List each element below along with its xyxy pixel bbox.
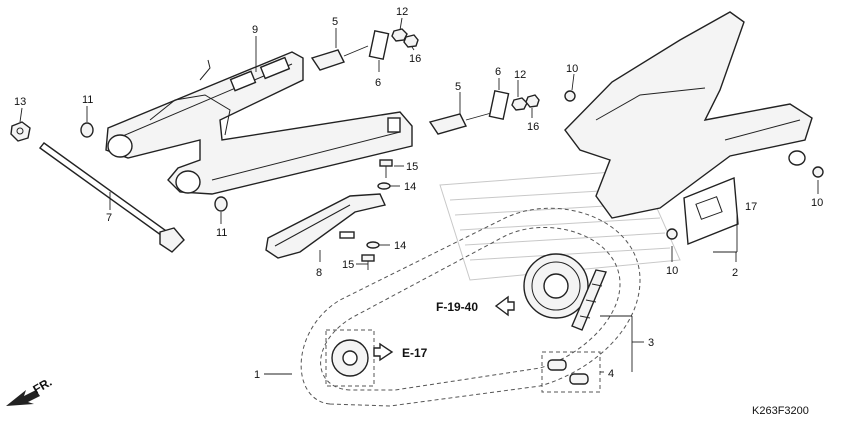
swingarm [105,51,413,195]
callout-10-right: 10 [811,197,823,209]
callout-6-left: 6 [375,77,381,89]
callout-12-right: 12 [514,69,526,81]
callout-14-lower: 14 [394,240,406,252]
callout-10-top: 10 [566,63,578,75]
nut-13 [10,121,31,142]
washer-14-lower [366,241,380,249]
nut-12-right [511,97,528,111]
callout-2: 2 [732,267,738,279]
adjuster-plate-left [368,29,390,61]
drive-sprocket [325,329,375,387]
frame-ref-arrow [494,295,515,317]
engine-ref-arrow [373,342,394,362]
nut-12-left [391,28,408,42]
callout-16-left: 16 [409,53,421,65]
nut-16-left [403,34,419,48]
callout-15-lower: 15 [342,259,354,271]
diagram-code: K263F3200 [752,405,809,417]
watermark-wing [439,169,681,281]
callout-14-upper: 14 [404,181,416,193]
callout-6-right: 6 [495,66,501,78]
adjuster-plate-right [488,89,510,121]
chain-adjuster-left [310,45,369,71]
chain-slider [265,193,386,259]
callout-numbers: 1 2 3 4 5 5 6 6 7 8 9 10 10 10 11 11 12 … [14,6,823,381]
drive-chain-segment [571,269,607,331]
washer-14-upper [377,182,391,190]
callout-4: 4 [608,368,614,380]
callout-9: 9 [252,24,258,36]
screw-15-upper [379,159,393,178]
engine-ref-label: E-17 [402,346,428,360]
callout-5-left: 5 [332,16,338,28]
nut-16-right [525,94,540,108]
callout-11-upper: 11 [82,94,93,106]
fender-screw-mid [666,228,678,240]
screw-15-lower [361,254,375,270]
driven-sprocket [523,253,589,319]
axle-bolt [38,142,185,253]
callout-12-left: 12 [396,6,408,18]
callout-15-upper: 15 [406,161,418,173]
rear-fender [564,11,813,219]
callout-17: 17 [745,201,757,213]
callout-7: 7 [106,212,112,224]
fender-screw-right [812,166,824,178]
callout-5-right: 5 [455,81,461,93]
fender-screw-top [564,90,576,102]
callout-1: 1 [254,369,260,381]
collar-11-lower [214,196,228,212]
callout-8: 8 [316,267,322,279]
chain-joint-kit [541,351,601,393]
drive-chain-outline [300,207,641,407]
callout-10-mid: 10 [666,265,678,277]
frame-ref-label: F-19-40 [436,300,478,314]
leader-lines [19,17,819,375]
front-direction-arrow [6,390,40,406]
callout-11-lower: 11 [216,227,227,239]
callout-13: 13 [14,96,26,108]
callout-3: 3 [648,337,654,349]
collar-11-upper [80,122,94,138]
mark-plate [683,176,739,246]
callout-16-right: 16 [527,121,539,133]
